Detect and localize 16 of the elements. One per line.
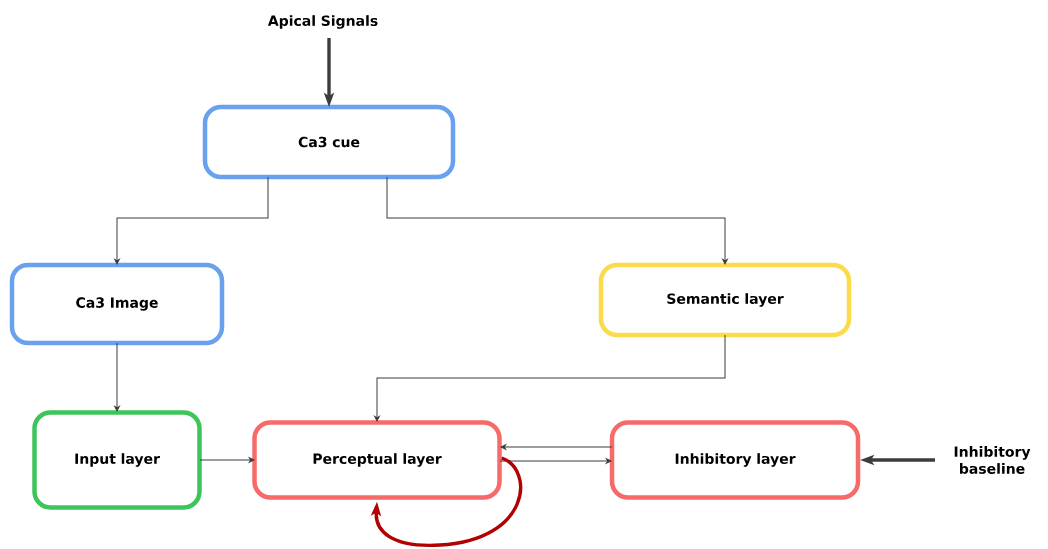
process-box: Input layer <box>32 410 202 510</box>
arrow <box>199 457 255 463</box>
process-box: Ca3 cue <box>202 104 456 180</box>
process-box: Inhibitory layer <box>609 420 861 500</box>
arrow <box>500 444 613 450</box>
arrow <box>370 456 523 547</box>
arrow <box>114 176 269 265</box>
arrow <box>499 458 612 464</box>
process-box: Ca3 Image <box>9 262 225 346</box>
arrow <box>114 342 120 412</box>
signal-label: Apical Signals <box>267 15 378 29</box>
arrow <box>374 334 726 422</box>
process-box: Semantic layer <box>598 262 852 338</box>
process-box: Perceptual layer <box>252 420 502 500</box>
arrow <box>386 176 728 265</box>
signal-label: Inhibitory baseline <box>954 446 1031 474</box>
